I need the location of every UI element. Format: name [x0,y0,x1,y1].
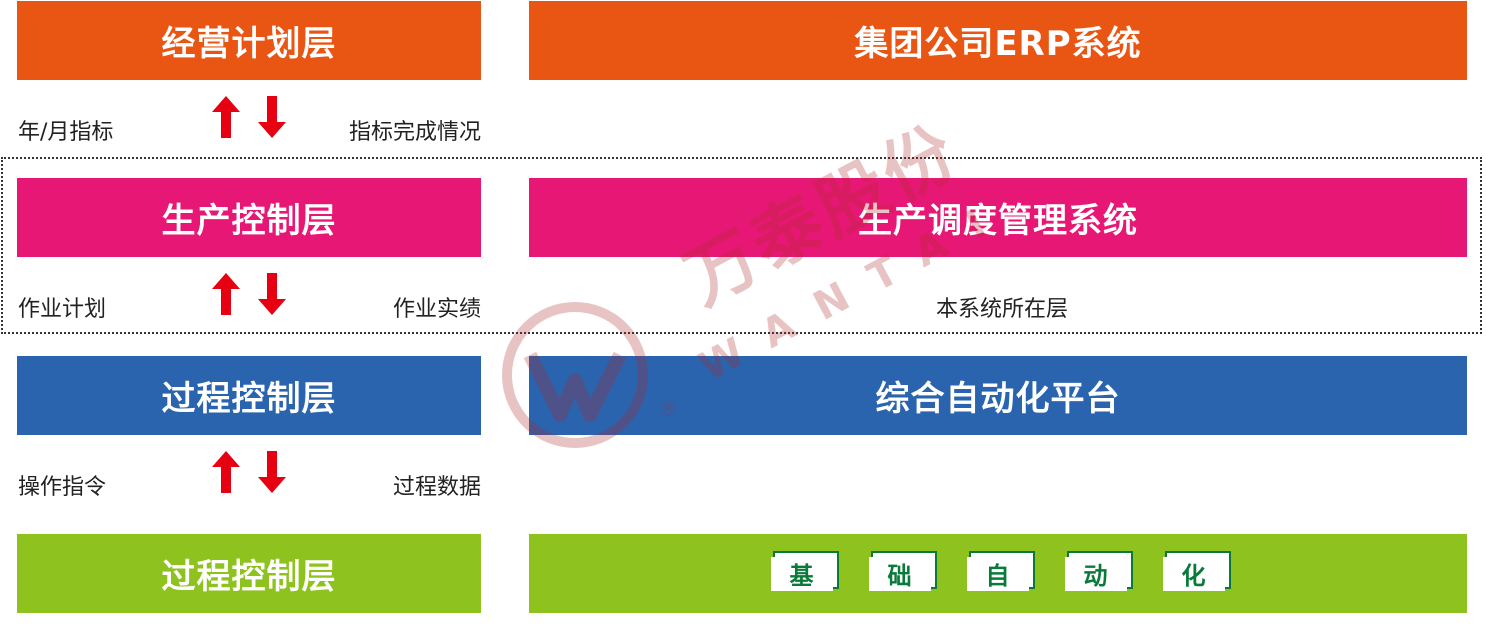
arrow-down-icon [258,451,286,493]
layer-production: 生产控制层 [17,178,481,257]
chip-char: 动 [1065,552,1131,591]
flow2-up-label: 作业实绩 [392,297,481,322]
system-erp: 集团公司ERP系统 [529,1,1467,80]
current-layer-note: 本系统所在层 [936,297,1069,322]
flow1-arrows [212,96,290,140]
layer-process-control-bottom: 过程控制层 [17,534,481,613]
flow1-up-label: 指标完成情况 [348,120,481,145]
layer-process-control: 过程控制层 [17,356,481,435]
system-dispatch-label: 生产调度管理系统 [858,201,1138,241]
layer-production-label: 生产控制层 [161,201,337,241]
arrow-up-icon [212,273,240,315]
chip-char: 自 [967,552,1033,591]
chip-char: 基 [771,552,837,591]
arrow-up-icon [212,451,240,493]
layer-planning-label: 经营计划层 [161,24,337,64]
arrow-up-icon [212,96,240,138]
system-automation-platform-label: 综合自动化平台 [875,379,1121,419]
basic-automation-chips: 基 础 自 动 化 [771,552,1229,591]
system-erp-label: 集团公司ERP系统 [854,24,1142,64]
flow1-down-label: 年/月指标 [18,120,114,145]
arrow-down-icon [258,273,286,315]
layer-process-control-label: 过程控制层 [161,379,337,419]
system-basic-automation: 基 础 自 动 化 [529,534,1467,613]
current-layer-frame [1,157,1482,334]
flow2-down-label: 作业计划 [18,297,107,322]
flow3-arrows [212,451,290,495]
chip-char: 础 [869,552,935,591]
flow3-up-label: 过程数据 [392,475,481,500]
system-automation-platform: 综合自动化平台 [529,356,1467,435]
flow3-down-label: 操作指令 [18,475,107,500]
arrow-down-icon [258,96,286,138]
layer-planning: 经营计划层 [17,1,481,80]
flow2-arrows [212,273,290,317]
layer-process-control-bottom-label: 过程控制层 [161,557,337,597]
system-dispatch: 生产调度管理系统 [529,178,1467,257]
chip-char: 化 [1163,552,1229,591]
